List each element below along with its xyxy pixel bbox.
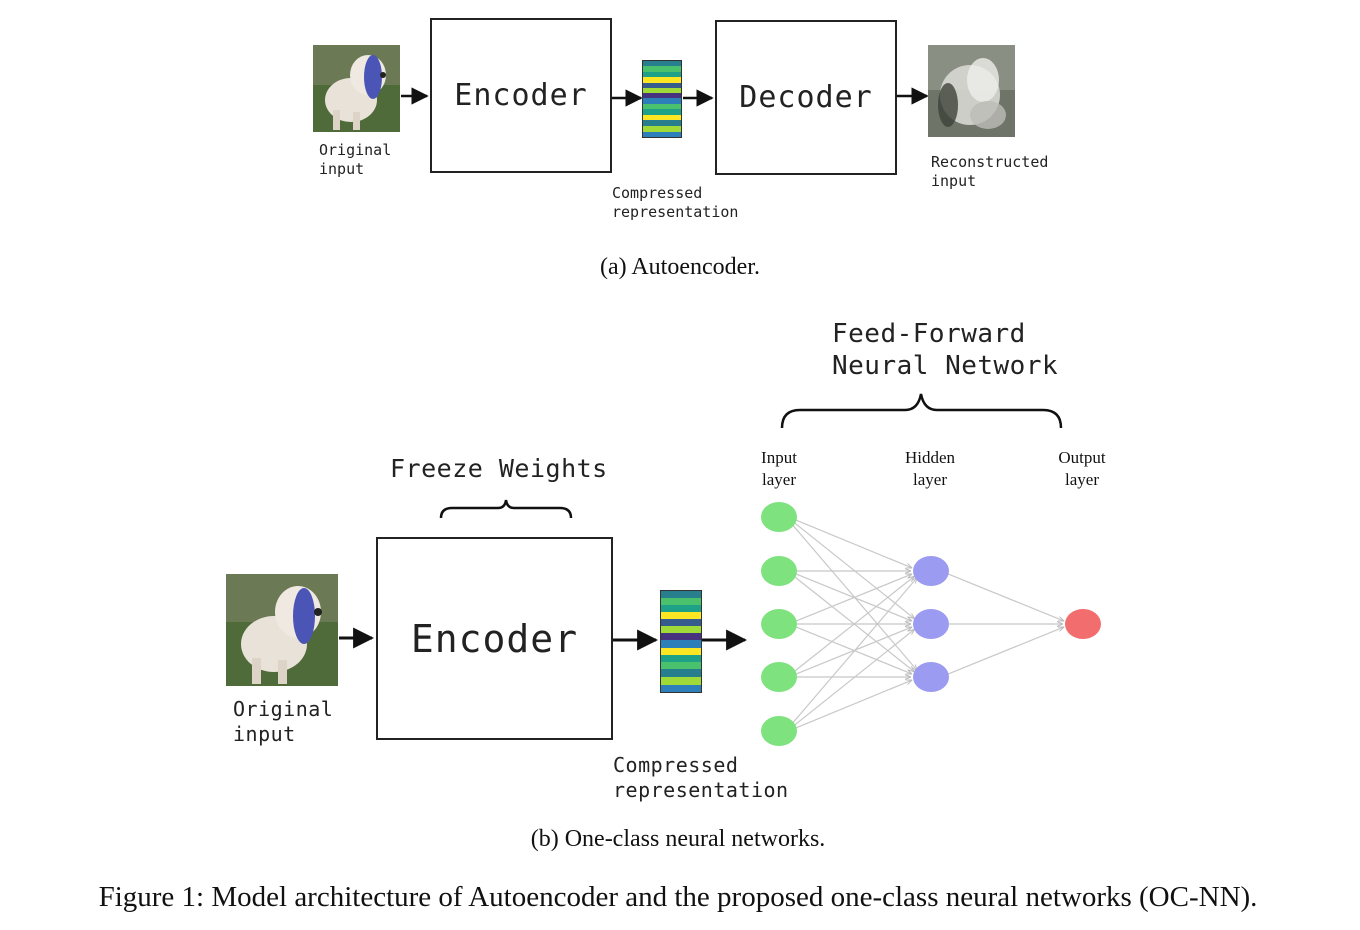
- encoder-label-b: Encoder: [410, 616, 579, 661]
- output-node: [1065, 609, 1101, 639]
- encoder-box-a: Encoder: [430, 18, 612, 173]
- freeze-weights-label-b: Freeze Weights: [390, 454, 608, 483]
- encoder-label-a: Encoder: [454, 78, 588, 113]
- nn-edge: [793, 629, 915, 727]
- input-layer-label: Input layer: [761, 448, 797, 489]
- hidden-node: [913, 556, 949, 586]
- ffnn-brace: [780, 393, 1063, 429]
- nn-edge: [947, 626, 1064, 675]
- decoder-label-a: Decoder: [739, 80, 873, 115]
- braces-b: [439, 393, 1063, 519]
- nn-nodes: [761, 502, 1101, 746]
- output-layer-label: Output layer: [1058, 448, 1106, 489]
- compressed-label-b: Compressed representation: [613, 753, 789, 802]
- compressed-representation-a: [642, 60, 682, 138]
- caption-b: (b) One-class neural networks.: [530, 826, 826, 852]
- reconstructed-label-a: Reconstructed input: [931, 153, 1049, 190]
- caption-a: (a) Autoencoder.: [600, 254, 760, 280]
- neural-network: [761, 502, 1101, 746]
- compressed-representation-b: [660, 590, 702, 693]
- input-node: [761, 556, 797, 586]
- nn-edge: [947, 573, 1064, 622]
- reconstructed-input-image-a: [928, 45, 1015, 137]
- input-node: [761, 502, 797, 532]
- freeze-brace: [439, 499, 573, 519]
- input-node: [761, 662, 797, 692]
- nn-edge: [795, 573, 912, 622]
- hidden-layer-label: Hidden layer: [904, 448, 956, 489]
- original-input-label-b: Original input: [233, 697, 334, 746]
- hidden-node: [913, 609, 949, 639]
- decoder-box-a: Decoder: [715, 20, 897, 175]
- nn-edge: [793, 576, 915, 673]
- nn-edges: [790, 519, 1064, 729]
- figure-caption: Figure 1: Model architecture of Autoenco…: [98, 881, 1258, 913]
- nn-edge: [795, 519, 912, 569]
- ffnn-label-b: Feed-Forward Neural Network: [832, 319, 1059, 381]
- encoder-box-b: Encoder: [376, 537, 613, 740]
- original-input-image-b: [226, 574, 338, 686]
- input-node: [761, 716, 797, 746]
- nn-edge: [790, 578, 917, 725]
- input-node: [761, 609, 797, 639]
- arrows-a: [401, 87, 929, 107]
- nn-edge: [795, 679, 912, 729]
- original-input-label-a: Original input: [319, 141, 392, 178]
- compressed-label-a: Compressed representation: [612, 184, 739, 221]
- original-input-image-a: [313, 45, 400, 132]
- arrows-b: [339, 627, 748, 651]
- hidden-node: [913, 662, 949, 692]
